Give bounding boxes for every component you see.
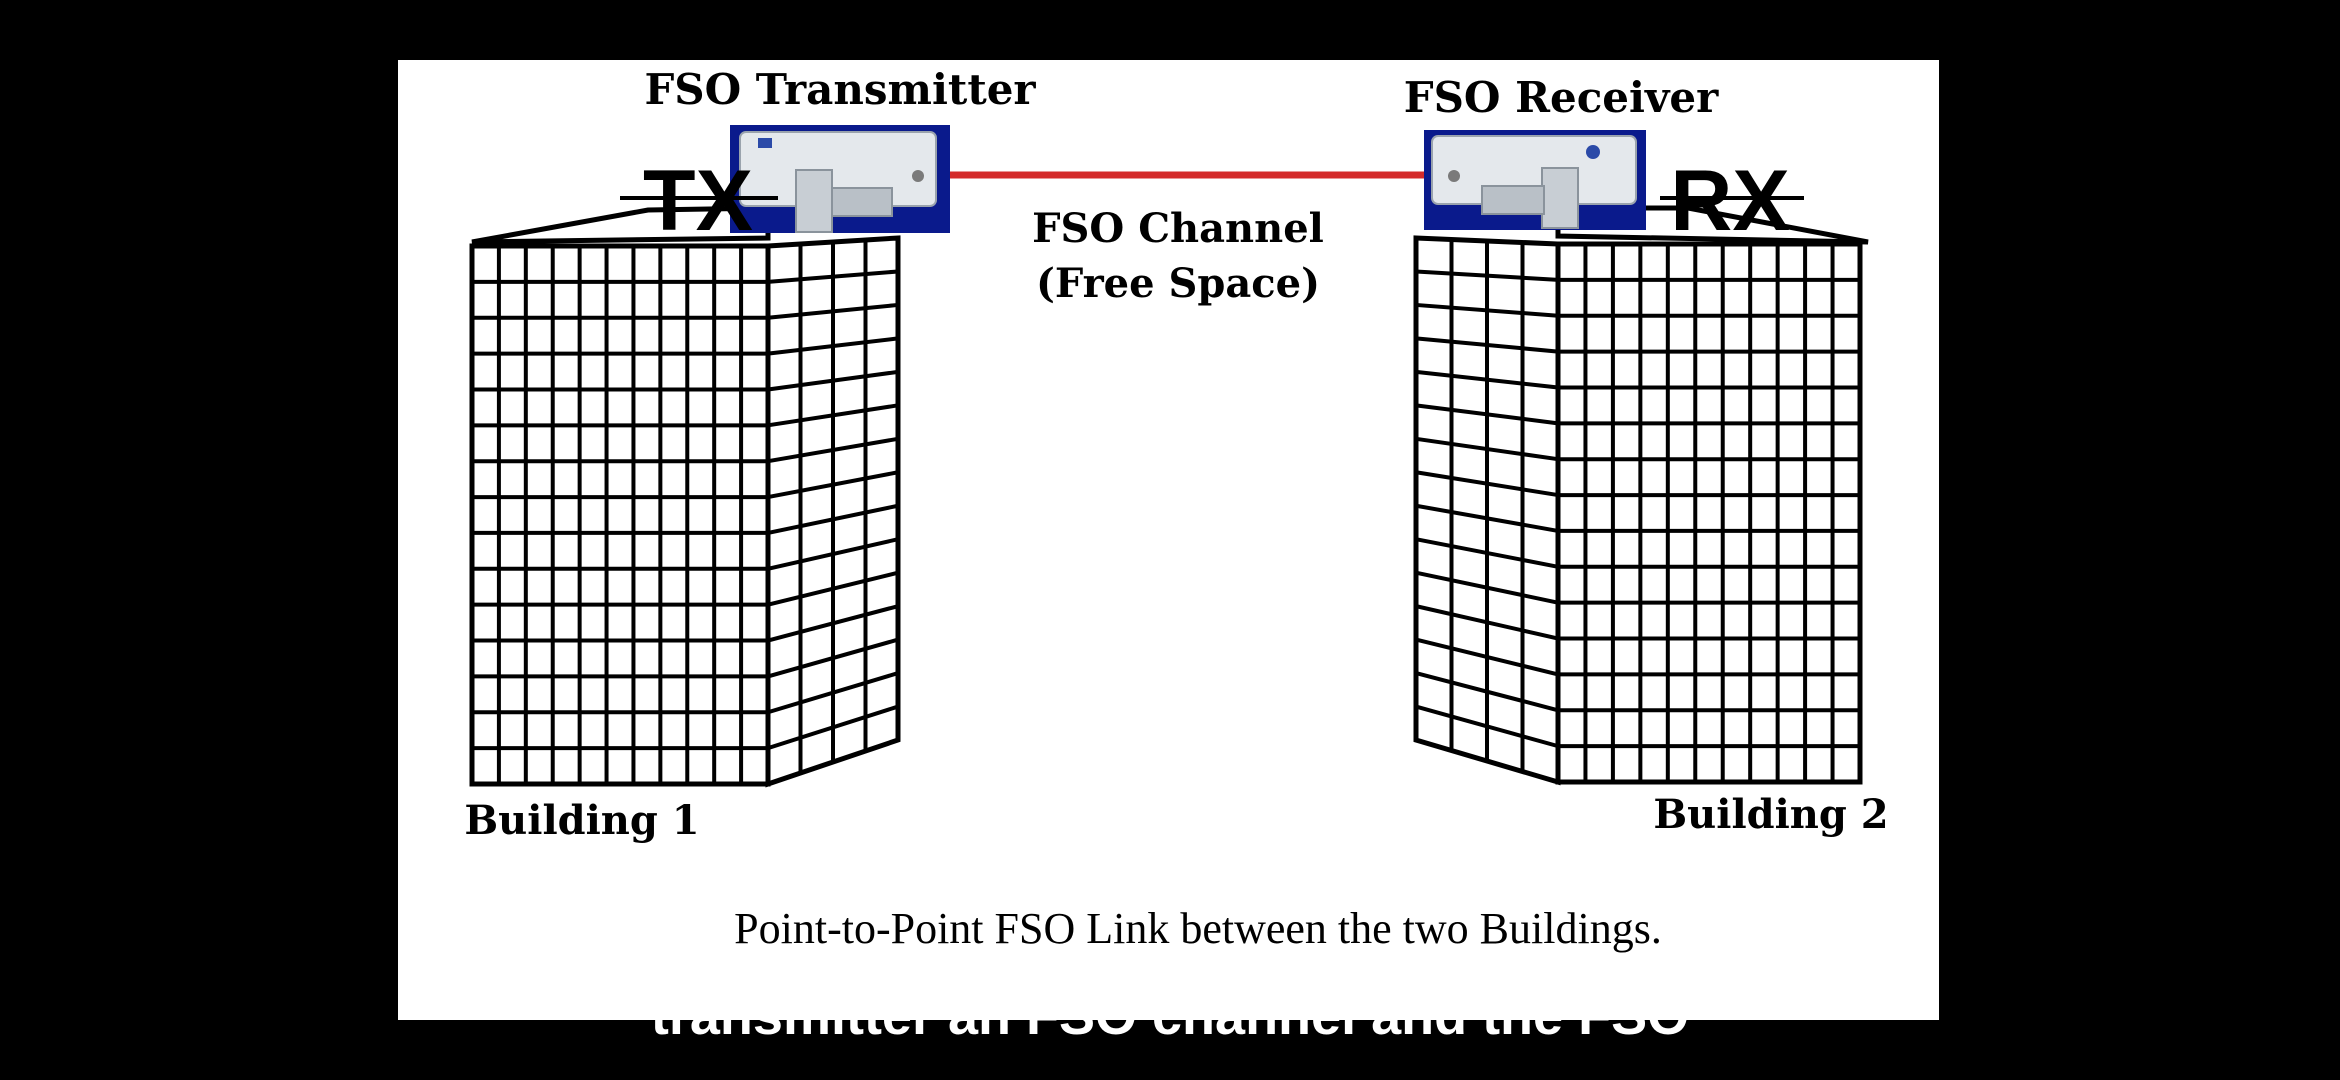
window-grid-line: [767, 637, 899, 679]
window-grid-line: [767, 403, 899, 428]
window-grid-line: [1415, 336, 1559, 354]
rx-label: RX: [1670, 153, 1789, 249]
receiver-mount: [1541, 167, 1579, 229]
receiver-lens-icon: [1448, 170, 1460, 182]
channel-label-line1: FSO Channel: [1032, 205, 1324, 252]
fso-transmitter-device: [730, 125, 950, 233]
window-grid-line: [1415, 470, 1559, 498]
window-grid-line: [1415, 369, 1559, 390]
fso-receiver-device: [1424, 130, 1646, 230]
window-grid-line: [1415, 570, 1559, 605]
window-grid-line: [767, 436, 899, 464]
window-grid-line: [1415, 537, 1559, 569]
window-grid-line: [1415, 269, 1559, 282]
tx-marker: TX: [620, 153, 778, 249]
window-grid-line: [767, 369, 899, 392]
rx-marker: RX: [1660, 153, 1804, 249]
video-subtitle: transmitter an FSO channel and the FSO: [650, 986, 1690, 1046]
window-grid-line: [767, 269, 899, 284]
window-grid-line: [767, 336, 899, 356]
receiver-base: [1481, 185, 1545, 215]
window-grid-line: [767, 671, 899, 715]
transmitter-label: FSO Transmitter: [644, 65, 1036, 114]
building-2-windows: [1415, 239, 1860, 782]
transmitter-lens-icon: [912, 170, 924, 182]
window-grid-line: [1415, 704, 1559, 749]
building-1-windows: [472, 240, 899, 784]
window-grid-line: [767, 470, 899, 500]
building-1: [469, 205, 901, 788]
building-2-label: Building 2: [1653, 791, 1888, 838]
window-grid-line: [1415, 671, 1559, 713]
receiver-label: FSO Receiver: [1404, 73, 1719, 122]
window-grid-line: [1415, 604, 1559, 641]
window-grid-line: [767, 537, 899, 571]
building-1-front: [469, 243, 771, 787]
diagram-panel: FSO Transmitter FSO Receiver TX RX FSO C…: [398, 60, 1939, 1020]
receiver-logo-icon: [1586, 145, 1600, 159]
channel-label-line2: (Free Space): [1036, 260, 1320, 307]
tx-label: TX: [643, 153, 753, 249]
building-1-label: Building 1: [464, 797, 699, 844]
diagram-caption: Point-to-Point FSO Link between the two …: [734, 904, 1662, 953]
window-grid-line: [767, 604, 899, 643]
window-grid-line: [767, 503, 899, 535]
window-grid-line: [1415, 637, 1559, 677]
transmitter-mount: [795, 169, 833, 233]
building-2-front: [1555, 241, 1863, 785]
window-grid-line: [1415, 503, 1559, 533]
window-grid-line: [767, 302, 899, 320]
window-grid-line: [1415, 403, 1559, 426]
window-grid-line: [767, 704, 899, 751]
transmitter-base: [831, 187, 893, 217]
window-grid-line: [1415, 302, 1559, 318]
window-grid-line: [767, 570, 899, 607]
building-2: [1413, 205, 1869, 786]
transmitter-logo-icon: [758, 138, 772, 148]
window-grid-line: [1415, 436, 1559, 462]
fso-link-diagram: FSO Transmitter FSO Receiver TX RX FSO C…: [464, 65, 1888, 953]
